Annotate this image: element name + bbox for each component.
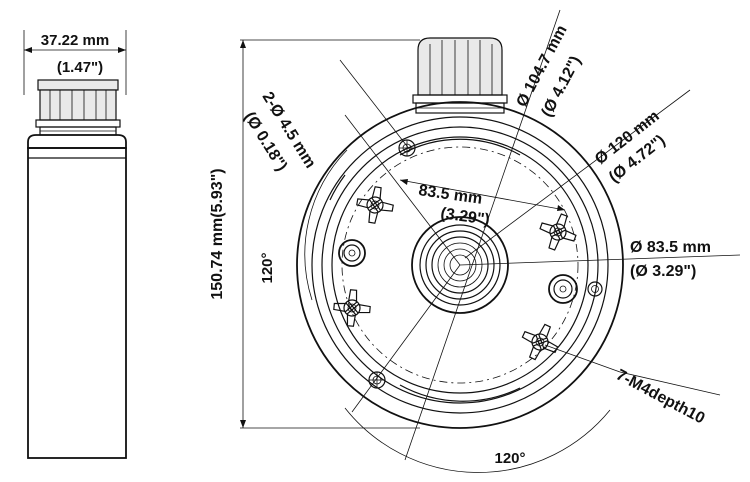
screw-post-4: [521, 323, 559, 361]
side-dim-arrow-right: [118, 47, 126, 53]
leader-thread: [544, 344, 621, 373]
leader-hole: [339, 59, 411, 151]
span-line: [399, 179, 566, 211]
angle-arc-bottom: [344, 407, 611, 473]
side-width-in: (1.47"): [57, 59, 103, 76]
leader-104: [404, 9, 561, 461]
thread-spec: 7-M4depth10: [613, 367, 707, 428]
span-83-mm: 83.5 mm: [417, 182, 483, 208]
dia-83-in: (Ø 3.29"): [630, 263, 696, 280]
mount-hole-top: [398, 139, 416, 157]
screw-post-1: [356, 186, 394, 224]
side-view: 37.22 mm (1.47"): [23, 30, 127, 459]
side-dim-arrow-left: [24, 47, 32, 53]
platform-circle: [331, 136, 589, 394]
top-slot: [399, 138, 521, 156]
box-body-side: [27, 134, 127, 459]
cable-gland-top: [412, 37, 508, 114]
inner-rim-circle: [311, 116, 609, 414]
bolt-circle: [341, 146, 579, 384]
bottom-slot: [399, 384, 521, 402]
angle-arc-left: [304, 149, 348, 301]
span-83-in: (3.29"): [439, 205, 490, 229]
height-label: 150.74 mm(5.93"): [209, 168, 226, 299]
leader-120: [464, 89, 691, 259]
left-slot: [329, 174, 346, 201]
boss-right: [548, 274, 578, 304]
angle-left-label: 120°: [259, 252, 276, 283]
top-view: 150.74 mm(5.93"): [209, 9, 741, 473]
side-width-mm: 37.22 mm: [41, 32, 109, 49]
screw-posts: [333, 186, 577, 361]
angle-bottom-label: 120°: [494, 450, 525, 467]
leader-83: [459, 254, 741, 266]
screw-post-2: [539, 213, 577, 251]
outer-body-circle: [296, 101, 624, 429]
inner-rim-circle-2: [321, 126, 599, 404]
screw-post-3: [333, 289, 371, 327]
mount-hole-right: [587, 281, 603, 297]
dia-83-mm: Ø 83.5 mm: [630, 239, 711, 256]
cable-gland-side: [35, 79, 121, 136]
center-conduit: [411, 216, 509, 314]
boss-left: [338, 239, 366, 267]
mount-hole-bottom: [368, 371, 386, 389]
